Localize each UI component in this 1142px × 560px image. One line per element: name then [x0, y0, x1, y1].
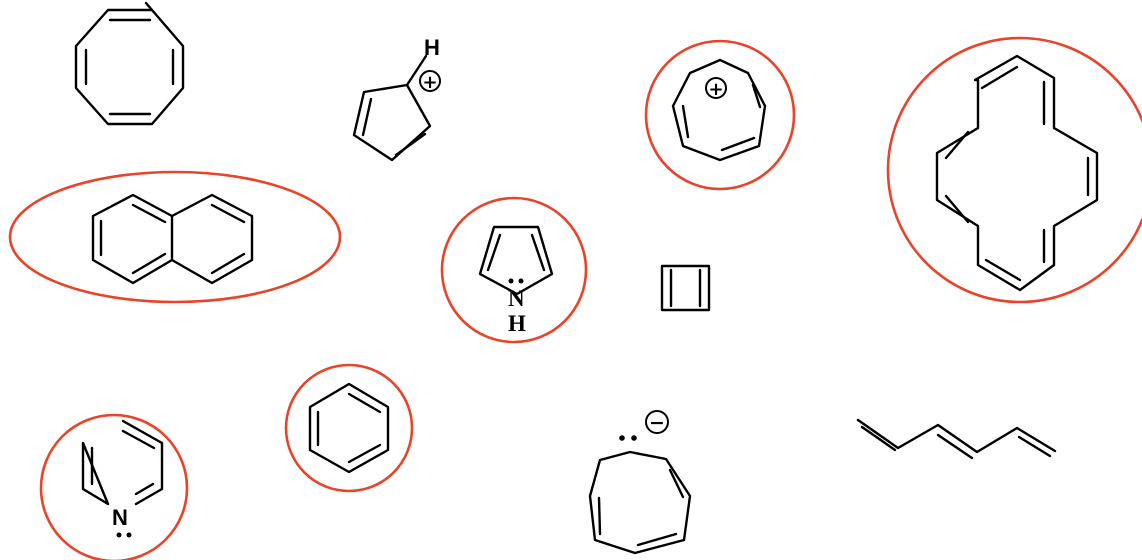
aromatic-highlight-ellipse	[8, 170, 342, 304]
nitrogen-label: N	[112, 505, 128, 530]
hexatriene-molecule	[856, 418, 1057, 460]
naphthalene-molecule	[8, 170, 342, 304]
lone-pair-dot	[508, 278, 514, 284]
hydrogen-label: H	[508, 311, 526, 336]
lone-pair-dot	[116, 532, 122, 538]
positive-charge-icon	[705, 77, 727, 99]
tropylium-molecule: +	[644, 39, 796, 191]
pyrrole-molecule: N H	[440, 196, 588, 344]
aromatic-highlight-circle	[284, 363, 414, 493]
nitrogen-label: N	[508, 286, 525, 311]
negative-charge-symbol: −	[649, 412, 665, 434]
cyclohexadecaoctaene-molecule	[886, 36, 1142, 304]
hydrogen-label: H	[424, 35, 440, 60]
aromatic-highlight-circle	[440, 196, 588, 344]
aromatic-highlight-circle	[886, 36, 1142, 304]
cycloheptatrienyl-anion-molecule: −	[588, 410, 692, 555]
pyridine-molecule: N	[39, 413, 189, 560]
aromatic-highlight-circle	[39, 413, 189, 560]
positive-charge-symbol: +	[422, 72, 437, 93]
benzene-molecule	[284, 363, 414, 493]
lone-pair-dot	[619, 435, 625, 441]
positive-charge-symbol: +	[708, 79, 723, 100]
lone-pair-dot	[126, 532, 132, 538]
aromatic-highlight-circle	[644, 39, 796, 191]
cyclooctatetraene-molecule	[74, 1, 185, 126]
positive-charge-icon	[419, 70, 441, 92]
lone-pair-dot	[518, 278, 524, 284]
lone-pair-dot	[631, 435, 637, 441]
cyclobutadiene-molecule	[660, 264, 711, 312]
cyclopentadienyl-cation-molecule: H +	[352, 35, 441, 162]
negative-charge-icon	[645, 410, 669, 434]
